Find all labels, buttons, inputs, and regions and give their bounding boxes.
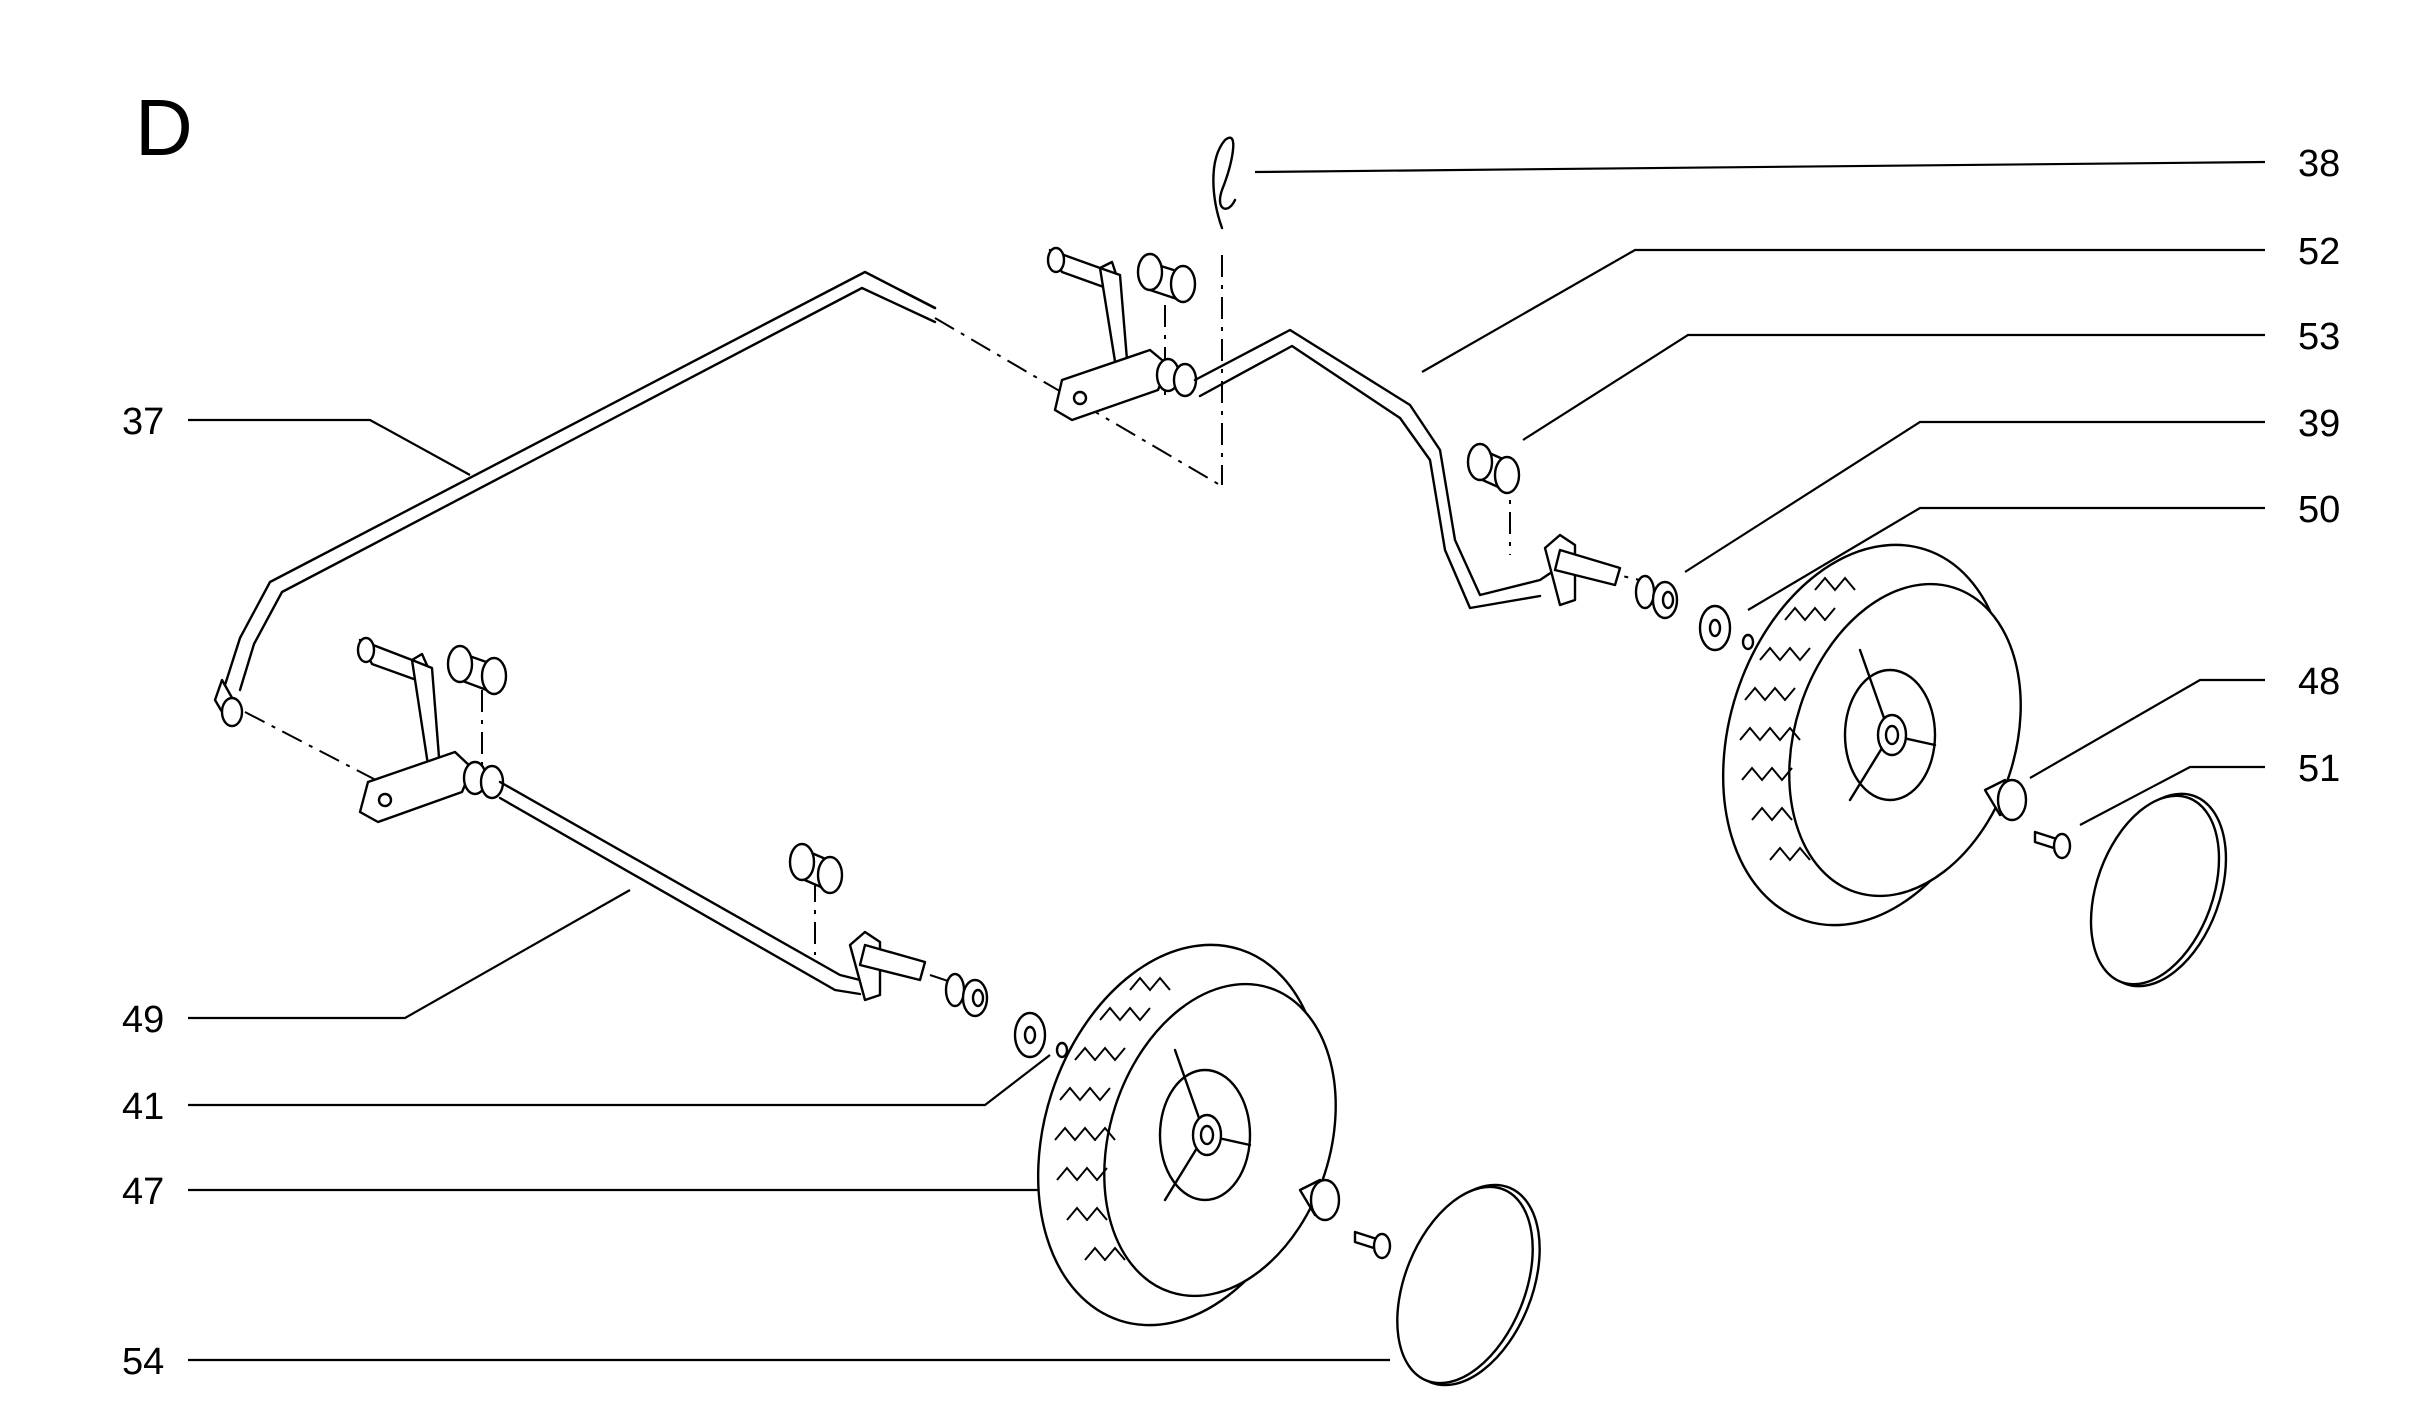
rear-hub-bushing: [1983, 778, 2028, 822]
label-41: 41: [122, 1054, 1051, 1128]
rear-washers: [1634, 574, 1755, 652]
section-letter: D: [135, 83, 193, 172]
rear-lever-bracket: [1046, 246, 1198, 422]
label-50: 50: [1747, 489, 2340, 611]
part-number: 52: [2298, 231, 2340, 273]
label-38: 38: [1254, 143, 2340, 185]
rear-axle: [1193, 328, 1622, 610]
hairpin-clip: [1212, 136, 1237, 230]
front-wheel-bolt: [1353, 1230, 1392, 1260]
part-number: 51: [2298, 748, 2340, 790]
part-number: 39: [2298, 403, 2340, 445]
label-37: 37: [122, 401, 471, 476]
part-number: 54: [122, 1341, 164, 1383]
label-47: 47: [122, 1171, 1040, 1213]
front-lever-bracket: [356, 636, 505, 824]
front-washers: [944, 972, 1069, 1059]
part-number: 37: [122, 401, 164, 443]
rear-wheel-bolt: [2033, 830, 2072, 860]
label-49: 49: [122, 889, 631, 1041]
label-51: 51: [2079, 748, 2340, 826]
rear-wheel: [1721, 543, 2022, 927]
label-52: 52: [1421, 231, 2340, 373]
rear-axle-bushing: [1466, 442, 1521, 495]
part-number: 53: [2298, 316, 2340, 358]
front-axle: [498, 780, 927, 1002]
front-hub-cap: [1396, 1183, 1541, 1387]
label-53: 53: [1522, 316, 2340, 441]
front-wheel: [1036, 943, 1337, 1327]
part-number: 47: [122, 1171, 164, 1213]
rear-hub-cap: [2089, 792, 2228, 988]
front-axle-bushing: [788, 842, 844, 895]
part-number: 50: [2298, 489, 2340, 531]
front-bushing-top: [446, 644, 508, 696]
assembly-centerlines: [244, 255, 1641, 986]
height-adjust-rod: [213, 270, 937, 728]
part-number: 38: [2298, 143, 2340, 185]
part-number: 48: [2298, 661, 2340, 703]
label-54: 54: [122, 1341, 1390, 1383]
label-48: 48: [2029, 661, 2340, 779]
rear-bushing-top: [1136, 252, 1197, 304]
part-number: 49: [122, 999, 164, 1041]
front-hub-bushing: [1298, 1178, 1341, 1222]
label-39: 39: [1684, 403, 2340, 573]
part-number: 41: [122, 1086, 164, 1128]
